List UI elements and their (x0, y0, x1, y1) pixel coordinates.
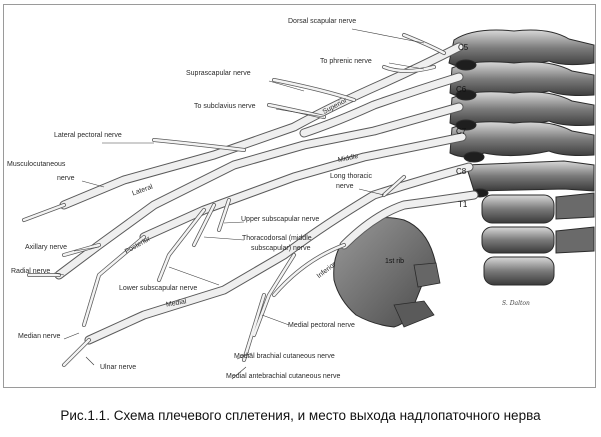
nerve-root-c8 (140, 133, 466, 241)
label-thoracodorsal-nerve-2: subscapular) nerve (251, 245, 311, 252)
medial-pectoral-branch (252, 253, 296, 337)
ulnar-branch (62, 338, 91, 367)
label-root-c6: C6 (456, 85, 467, 94)
label-to-subclavius-nerve: To subclavius nerve (194, 103, 256, 110)
median-branch (82, 235, 146, 327)
subclavius-branch (267, 103, 326, 119)
phrenic-branch (382, 65, 436, 73)
vertebral-body-t3 (483, 256, 555, 286)
label-first-rib: 1st rib (385, 258, 405, 265)
label-ulnar-nerve: Ulnar nerve (100, 364, 137, 371)
artist-signature: S. Dalton (502, 300, 530, 307)
medial-brachial-branch (242, 293, 266, 362)
long-thoracic-branch (382, 175, 406, 197)
dorsal-scapular-branch (402, 33, 446, 55)
nerve-inferior-trunk (340, 191, 478, 249)
label-suprascapular-nerve: Suprascapular nerve (186, 70, 251, 77)
label-root-c8: C8 (456, 167, 467, 176)
leader-lines (53, 28, 425, 380)
label-musculocutaneous-nerve-2: nerve (57, 175, 75, 182)
vertebral-body-t2 (481, 226, 555, 254)
label-long-thoracic-nerve-2: nerve (336, 183, 354, 190)
nerve-root-c5 (60, 43, 463, 209)
label-root-c5: C5 (458, 43, 469, 52)
nerve-network (22, 33, 479, 367)
inferior-trunk-branch (272, 243, 346, 297)
label-root-c7: C7 (456, 127, 467, 136)
nerve-root-c6 (300, 73, 463, 137)
nerve-root-t1 (85, 163, 473, 344)
vertebral-body-t1 (481, 194, 555, 224)
label-medial-pectoral-nerve: Medial pectoral nerve (288, 322, 355, 329)
thoracodorsal-branch (192, 203, 216, 247)
brachial-plexus-figure: S. Dalton Dorsal scapular nerve To phren… (3, 4, 596, 388)
label-dorsal-scapular-nerve: Dorsal scapular nerve (288, 18, 357, 25)
label-musculocutaneous-nerve-1: Musculocutaneous (7, 161, 66, 168)
label-lateral-pectoral-nerve: Lateral pectoral nerve (54, 132, 122, 139)
label-root-t1: T1 (458, 200, 468, 209)
vertebra-t1 (465, 160, 595, 192)
label-median-nerve: Median nerve (18, 333, 61, 340)
label-thoracodorsal-nerve-1: Thoracodorsal (middle (242, 235, 312, 242)
label-axillary-nerve: Axillary nerve (25, 244, 68, 251)
label-to-phrenic-nerve: To phrenic nerve (320, 58, 372, 65)
label-medial-brachial-cutaneous-nerve: Medial brachial cutaneous nerve (234, 353, 335, 360)
vertebra-t3 (555, 226, 595, 254)
label-long-thoracic-nerve-1: Long thoracic (330, 173, 373, 180)
vertebra-t2 (555, 192, 595, 220)
plexus-illustration: S. Dalton (22, 28, 595, 380)
label-radial-nerve: Radial nerve (11, 268, 51, 275)
label-medial-antebrachial-cutaneous-nerve: Medial antebrachial cutaneous nerve (226, 373, 341, 380)
upper-subscapular-branch (217, 198, 231, 232)
figure-caption: Рис.1.1. Схема плечевого сплетения, и ме… (60, 408, 541, 423)
label-lower-subscapular-nerve: Lower subscapular nerve (119, 285, 198, 292)
musculocutaneous-branch (22, 203, 66, 222)
lateral-pectoral-branch (152, 138, 246, 152)
lower-subscapular-branch (157, 208, 206, 282)
vertebral-column (448, 29, 595, 286)
label-upper-subscapular-nerve: Upper subscapular nerve (241, 216, 320, 223)
nerve-root-c7 (55, 103, 463, 279)
suprascapular-branch (272, 78, 356, 102)
